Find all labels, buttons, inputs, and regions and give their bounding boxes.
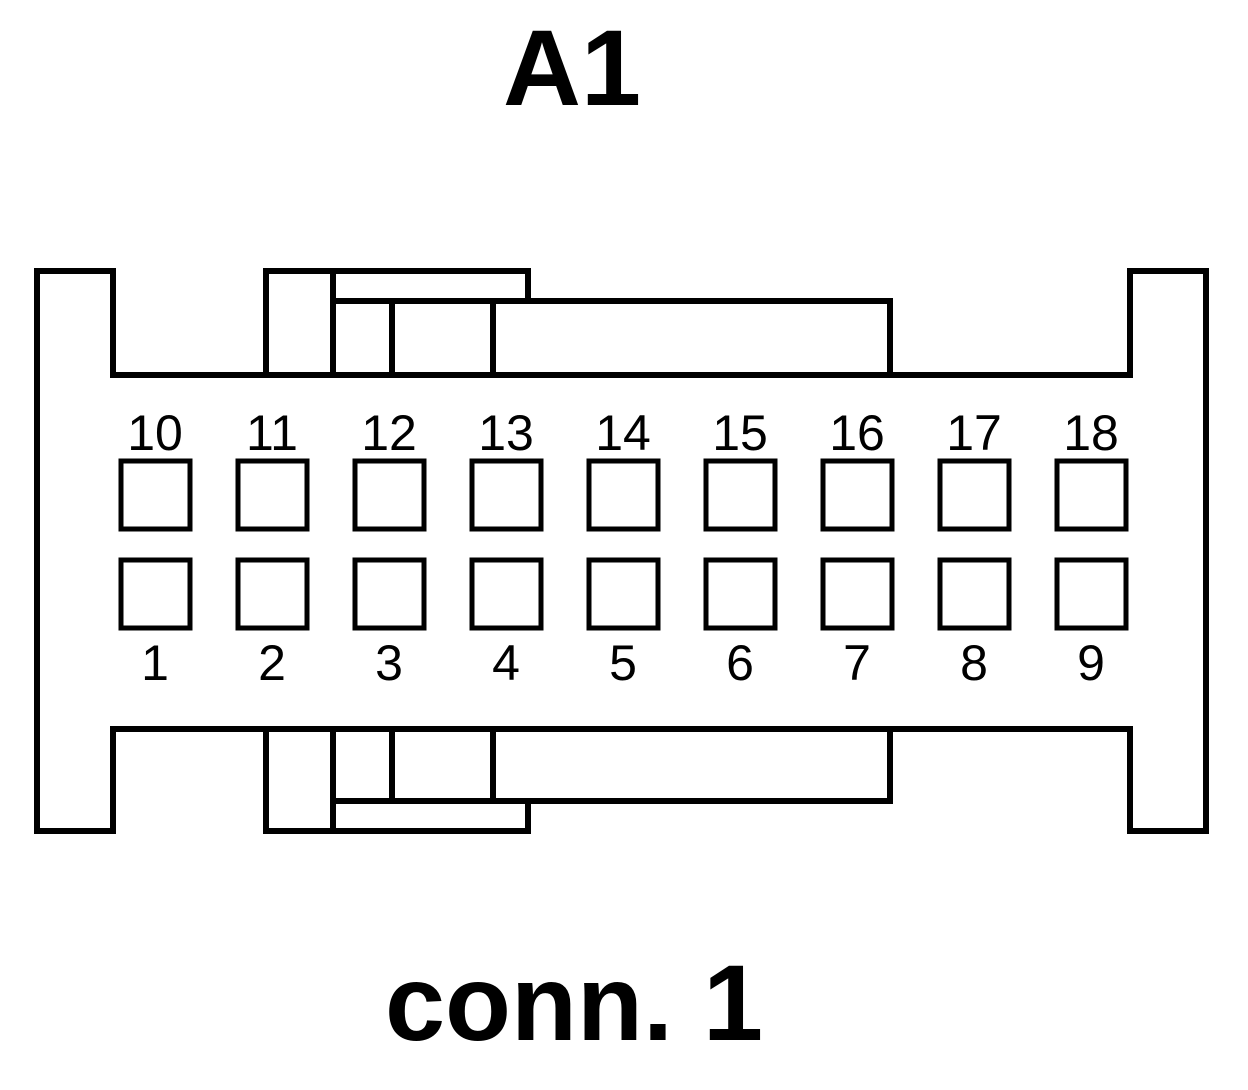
pin-10: 10	[118, 405, 193, 532]
bottom-latch	[266, 726, 890, 831]
pin-1: 1	[118, 557, 193, 691]
pin-16: 16	[820, 405, 895, 532]
pin-socket	[469, 458, 544, 532]
pin-2: 2	[235, 557, 310, 691]
connector-title: A1	[503, 7, 641, 128]
pin-socket	[937, 458, 1012, 532]
pin-5: 5	[586, 557, 661, 691]
pin-socket	[235, 557, 310, 631]
pin-label: 16	[829, 405, 885, 461]
pin-socket	[235, 458, 310, 532]
pin-label: 15	[712, 405, 768, 461]
pin-8: 8	[937, 557, 1012, 691]
pin-label: 11	[246, 405, 298, 461]
pin-label: 13	[478, 405, 534, 461]
pin-row-bottom: 1 2 3 4 5 6 7 8	[118, 557, 1129, 691]
pin-label: 17	[946, 405, 1002, 461]
pin-12: 12	[352, 405, 427, 532]
pin-4: 4	[469, 557, 544, 691]
pin-socket	[1054, 557, 1129, 631]
pin-label: 6	[726, 635, 754, 691]
pin-socket	[586, 458, 661, 532]
pin-socket	[352, 458, 427, 532]
top-latch	[266, 271, 890, 378]
pin-socket	[703, 557, 778, 631]
pin-3: 3	[352, 557, 427, 691]
pin-14: 14	[586, 405, 661, 532]
pin-label: 4	[492, 635, 520, 691]
pin-13: 13	[469, 405, 544, 532]
pin-label: 18	[1063, 405, 1119, 461]
pin-socket	[820, 458, 895, 532]
pin-18: 18	[1054, 405, 1129, 532]
pin-17: 17	[937, 405, 1012, 532]
pin-label: 7	[843, 635, 871, 691]
pin-socket	[469, 557, 544, 631]
pin-11: 11	[235, 405, 310, 532]
pin-9: 9	[1054, 557, 1129, 691]
pin-label: 14	[595, 405, 651, 461]
pin-label: 3	[375, 635, 403, 691]
pin-label: 5	[609, 635, 637, 691]
pin-socket	[118, 557, 193, 631]
pin-label: 12	[361, 405, 417, 461]
pin-socket	[352, 557, 427, 631]
connector-body	[34, 268, 1209, 834]
pin-label: 1	[141, 635, 169, 691]
pin-label: 10	[127, 405, 183, 461]
pin-socket	[703, 458, 778, 532]
pin-socket	[586, 557, 661, 631]
pin-row-top: 10 11 12 13 14 15 16 17	[118, 405, 1129, 532]
pin-7: 7	[820, 557, 895, 691]
pin-socket	[1054, 458, 1129, 532]
connector-subtitle: conn. 1	[385, 942, 763, 1063]
pin-socket	[820, 557, 895, 631]
pin-15: 15	[703, 405, 778, 532]
pin-label: 9	[1077, 635, 1105, 691]
pin-6: 6	[703, 557, 778, 691]
pin-socket	[937, 557, 1012, 631]
pin-label: 2	[258, 635, 286, 691]
pin-socket	[118, 458, 193, 532]
pin-label: 8	[960, 635, 988, 691]
